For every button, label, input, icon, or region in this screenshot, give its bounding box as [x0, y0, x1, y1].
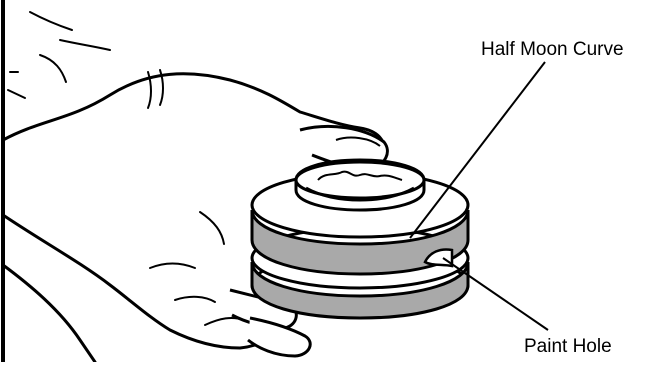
paint-hole-label: Paint Hole — [524, 337, 612, 356]
half-moon-curve-label: Half Moon Curve — [481, 40, 624, 59]
half-moon-leader-line — [410, 62, 545, 238]
roller — [252, 160, 468, 318]
